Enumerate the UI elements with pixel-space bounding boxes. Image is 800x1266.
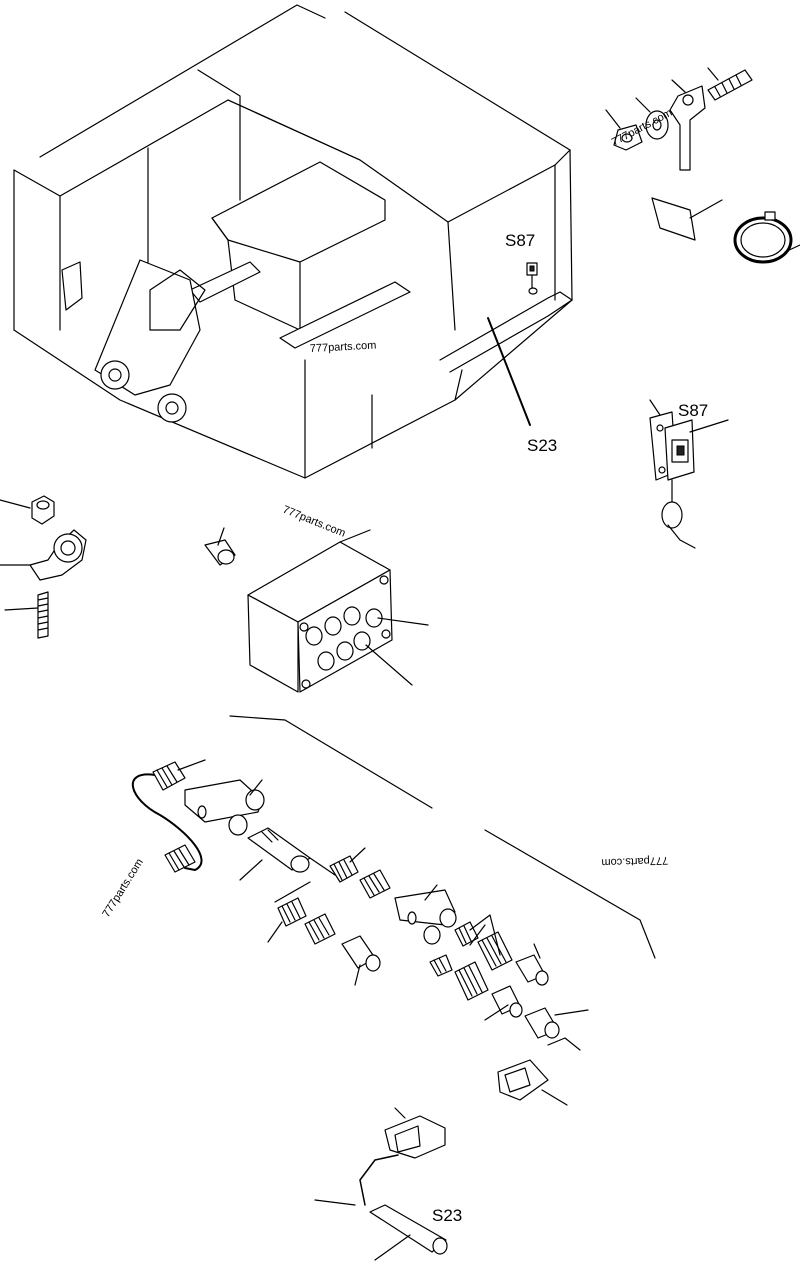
s23-detail-label: S23 <box>432 1206 462 1225</box>
grommet <box>454 961 489 1001</box>
clamp-parts <box>0 495 87 639</box>
grommet <box>277 897 307 927</box>
watermark: 777parts.com <box>100 857 145 920</box>
grommet <box>454 921 479 947</box>
cab-assembly: S87 S23 777parts.com <box>13 4 573 479</box>
watermark: 777parts.com <box>310 340 377 355</box>
grommet <box>359 869 391 899</box>
grommet <box>152 761 186 791</box>
grommet <box>164 844 196 873</box>
tape-and-tie <box>651 197 800 264</box>
grommet <box>429 954 453 977</box>
watermark: 777parts.com <box>281 504 347 540</box>
s23-cab-label: S23 <box>527 436 557 455</box>
s23-sensor-detail: S23 <box>314 1107 462 1261</box>
s87-switch-detail: S87 <box>649 399 729 549</box>
junction-box: 777parts.com <box>247 504 429 693</box>
small-connector <box>204 527 236 566</box>
s87-detail-label: S87 <box>678 401 708 420</box>
watermark: 777parts.com <box>601 854 668 868</box>
mounting-bracket-parts: 777parts.com <box>605 67 753 171</box>
grommet <box>304 913 336 945</box>
connector-assembly: 777parts.com 777parts.com <box>100 715 668 1106</box>
grommet <box>477 931 513 971</box>
grommet <box>329 855 359 883</box>
s87-cab-label: S87 <box>505 231 535 250</box>
